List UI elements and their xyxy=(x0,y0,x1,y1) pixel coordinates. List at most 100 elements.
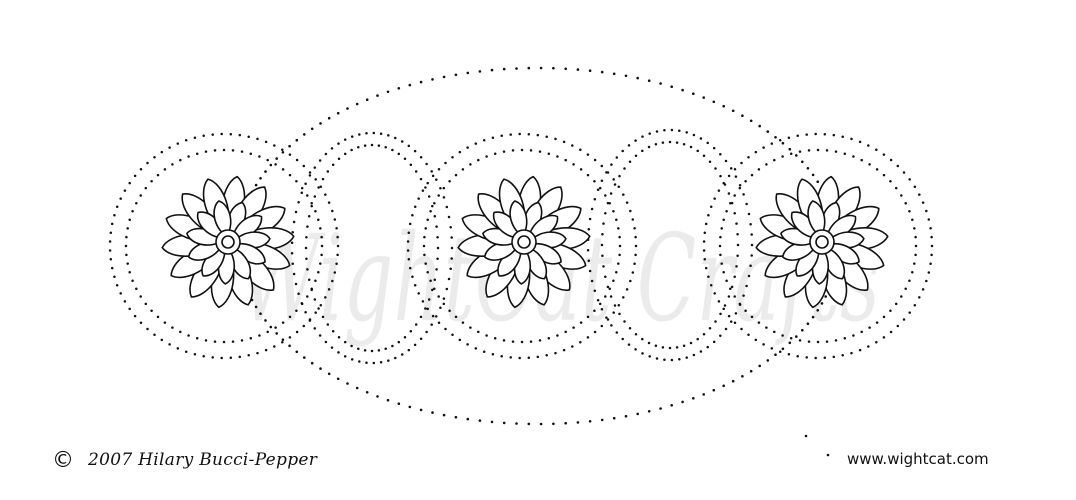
oval-right-link-outer-dots xyxy=(648,132,651,135)
circle-right-inner-dots xyxy=(725,279,728,282)
website-link[interactable]: www.wightcat.com xyxy=(847,450,989,468)
copyright-line: © 2007 Hilary Bucci-Pepper xyxy=(52,448,317,473)
circle-right-outer-dots xyxy=(707,275,710,279)
circle-center-outer-dots xyxy=(593,330,597,334)
oval-left-link-outer-dots xyxy=(297,200,300,204)
circle-left-outer-dots xyxy=(139,167,143,171)
outer-oval-dots xyxy=(275,332,279,335)
oval-left-link-inner-dots xyxy=(310,288,313,292)
oval-left-link-inner-dots xyxy=(331,330,335,333)
oval-left-link-inner-dots xyxy=(326,170,330,173)
circle-left-inner-dots xyxy=(295,309,298,312)
circle-center-inner-dots xyxy=(593,309,596,312)
oval-left-link-inner-dots xyxy=(384,146,387,149)
oval-right-link-outer-dots xyxy=(586,248,590,252)
circle-left-outer-dots xyxy=(308,171,312,174)
oval-right-link-outer-dots xyxy=(587,259,591,262)
circle-center-inner-dots xyxy=(593,180,596,183)
oval-left-link-outer-dots xyxy=(400,353,404,356)
oval-left-link-outer-dots xyxy=(445,205,449,209)
circle-center-outer-dots xyxy=(527,356,531,360)
oval-right-link-inner-dots xyxy=(689,341,693,345)
outer-oval-dots xyxy=(442,75,446,79)
circle-center-outer-dots xyxy=(406,249,410,252)
circle-left-inner-dots xyxy=(144,186,148,190)
circle-center-inner-dots xyxy=(608,287,611,291)
oval-left-link-outer-dots xyxy=(449,225,452,229)
circle-center-inner-dots xyxy=(520,148,524,152)
oval-right-link-inner-dots xyxy=(668,346,672,350)
circle-center-inner-dots xyxy=(442,302,446,306)
outer-oval-dots xyxy=(386,90,390,94)
outer-oval-dots xyxy=(647,410,651,413)
outer-oval-dots xyxy=(336,377,340,381)
circle-right-outer-dots xyxy=(713,197,716,200)
oval-right-link-outer-dots xyxy=(627,343,631,346)
oval-right-link-outer-dots xyxy=(610,163,613,166)
oval-right-link-inner-dots xyxy=(609,295,613,298)
circle-right-outer-dots xyxy=(703,258,707,261)
circle-right-inner-dots xyxy=(750,315,754,319)
circle-left-outer-dots xyxy=(335,227,338,230)
outer-oval-dots xyxy=(259,312,262,316)
oval-right-link-inner-dots xyxy=(601,232,604,236)
oval-right-link-outer-dots xyxy=(590,207,594,211)
oval-right-link-inner-dots xyxy=(641,337,644,341)
outer-oval-dots xyxy=(397,87,401,90)
oval-right-link-inner-dots xyxy=(727,295,731,298)
circle-center-inner-dots xyxy=(493,152,497,155)
oval-left-link-inner-dots xyxy=(384,347,387,350)
circle-right-inner-dots xyxy=(868,163,871,166)
circle-right-outer-dots xyxy=(747,156,750,159)
circle-right-inner-dots xyxy=(722,218,725,221)
circle-right-inner-dots xyxy=(875,168,879,171)
oval-left-link-outer-dots xyxy=(379,132,383,135)
circle-right-inner-dots xyxy=(900,295,903,298)
circle-center-outer-dots xyxy=(617,303,621,307)
circle-left-outer-dots xyxy=(153,333,156,336)
circle-left-outer-dots xyxy=(238,355,242,359)
circle-left-outer-dots xyxy=(108,249,112,252)
oval-left-link-inner-dots xyxy=(427,195,431,198)
oval-right-link-inner-dots xyxy=(723,183,727,186)
outer-oval-dots xyxy=(702,96,705,99)
oval-left-link-inner-dots xyxy=(409,330,413,333)
circle-right-inner-dots xyxy=(834,150,838,153)
circle-center-outer-dots xyxy=(625,201,629,204)
oval-left-link-outer-dots xyxy=(394,136,397,140)
oval-right-link-inner-dots xyxy=(733,211,736,215)
outer-oval-dots xyxy=(722,104,725,108)
oval-left-link-inner-dots xyxy=(433,278,437,282)
circle-right-inner-dots xyxy=(816,340,820,344)
circle-center-inner-dots xyxy=(429,279,432,282)
outer-oval-dots xyxy=(766,130,770,133)
circle-right-outer-dots xyxy=(727,314,731,318)
circle-center-inner-dots xyxy=(586,315,590,319)
outer-oval-dots xyxy=(327,372,331,376)
circle-right-inner-dots xyxy=(852,334,855,337)
circle-right-inner-dots xyxy=(894,186,898,190)
outer-oval-dots xyxy=(408,83,412,87)
circle-center-inner-dots xyxy=(612,210,615,213)
circle-center-inner-dots xyxy=(485,334,488,337)
oval-right-link-inner-dots xyxy=(675,346,679,349)
circle-center-outer-dots xyxy=(634,244,638,248)
circle-right-inner-dots xyxy=(729,201,732,205)
oval-right-link-inner-dots xyxy=(733,275,736,279)
oval-right-link-inner-dots xyxy=(708,327,712,330)
oval-right-link-inner-dots xyxy=(641,149,644,153)
circle-center-inner-dots xyxy=(448,309,451,312)
circle-left-inner-dots xyxy=(266,330,269,334)
outer-oval-dots xyxy=(539,66,543,70)
circle-center-inner-dots xyxy=(502,339,506,342)
oval-right-link-inner-dots xyxy=(735,222,738,225)
circle-right-inner-dots xyxy=(882,173,886,177)
oval-right-link-outer-dots xyxy=(663,129,666,132)
circle-center-outer-dots xyxy=(408,266,412,270)
outer-oval-dots xyxy=(397,402,401,406)
petal xyxy=(509,200,528,237)
circle-center-outer-dots xyxy=(408,222,412,226)
circle-left-outer-dots xyxy=(109,258,113,261)
circle-left-outer-dots xyxy=(256,351,259,355)
circle-right-outer-dots xyxy=(709,283,713,287)
